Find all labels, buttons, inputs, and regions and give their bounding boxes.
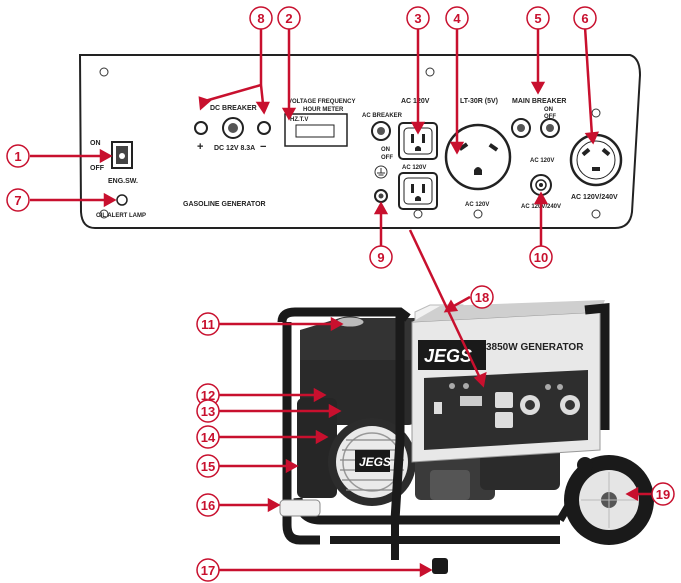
recoil-brand-logo: JEGS (359, 455, 391, 469)
panel-brand-logo: JEGS (424, 346, 472, 366)
meter-display-text: HZ.T.V (290, 117, 308, 123)
ac120-outlet-label: AC 120V (402, 165, 426, 171)
ac120-small-label: AC 120V (530, 158, 554, 164)
callout-14: 14 (196, 425, 220, 449)
ac-breaker-on: ON (381, 147, 390, 153)
callout-lines (30, 26, 651, 578)
callout-8: 8 (249, 6, 273, 30)
callout-17: 17 (196, 558, 220, 582)
svg-text:11: 11 (201, 317, 215, 332)
main-breaker-label: MAIN BREAKER (512, 98, 566, 105)
callout-16: 16 (196, 493, 220, 517)
ac120-outlet-lower[interactable] (398, 172, 438, 210)
callout-6: 6 (573, 6, 597, 30)
lt30r-outlet[interactable] (444, 123, 512, 191)
on-label: ON (90, 140, 101, 147)
lt30r-label: LT-30R (5V) (460, 98, 498, 105)
svg-text:4: 4 (453, 11, 461, 26)
svg-text:9: 9 (377, 250, 384, 265)
svg-text:10: 10 (534, 250, 548, 265)
svg-text:19: 19 (656, 487, 670, 502)
svg-text:6: 6 (581, 11, 588, 26)
svg-text:1: 1 (14, 149, 21, 164)
callout-12: 12 (196, 383, 220, 407)
main-breaker-off: OFF (544, 114, 556, 120)
ac-dual-outlet[interactable] (569, 133, 623, 187)
ac-dual-label: AC 120V/240V (571, 194, 618, 201)
eng-sw-label: ENG.SW. (108, 178, 138, 185)
gasoline-label: GASOLINE GENERATOR (183, 201, 266, 208)
callout-9: 9 (369, 245, 393, 269)
callout-10: 10 (529, 245, 553, 269)
off-label: OFF (90, 165, 105, 172)
dc-breaker-label: DC BREAKER (210, 105, 257, 112)
svg-text:13: 13 (201, 404, 215, 419)
oil-alert-lamp (116, 194, 128, 206)
svg-text:18: 18 (475, 290, 489, 305)
svg-text:14: 14 (201, 430, 216, 445)
svg-text:3: 3 (414, 11, 421, 26)
engine-switch[interactable] (111, 141, 133, 169)
oil-alert-label: OIL ALERT LAMP (96, 213, 146, 219)
dc-minus-label: − (260, 141, 266, 153)
svg-text:7: 7 (14, 193, 21, 208)
meter-display (284, 113, 348, 147)
svg-text:2: 2 (285, 11, 292, 26)
callout-1: 1 (6, 144, 30, 168)
svg-text:12: 12 (201, 388, 215, 403)
callout-18: 18 (470, 285, 494, 309)
callout-7: 7 (6, 188, 30, 212)
svg-text:16: 16 (201, 498, 215, 513)
meter-title-2: HOUR METER (303, 107, 344, 113)
callout-4: 4 (445, 6, 469, 30)
handle-grip[interactable] (279, 499, 321, 517)
svg-text:17: 17 (201, 563, 215, 578)
model-label: 3850W GENERATOR (486, 342, 584, 353)
ac120-outlet-upper[interactable] (398, 122, 438, 160)
callout-13: 13 (196, 399, 220, 423)
main-breaker-on: ON (544, 107, 553, 113)
dc-negative-terminal[interactable] (257, 121, 271, 135)
support-foot (432, 558, 448, 574)
reset-button[interactable] (530, 174, 552, 196)
ac-breaker-label: AC BREAKER (362, 113, 403, 119)
dc-positive-terminal[interactable] (194, 121, 208, 135)
callout-11: 11 (196, 312, 220, 336)
generator-unit: JEGS JEGS 3850W GENERATOR (277, 300, 654, 574)
control-panel: ON OFF ENG.SW. OIL ALERT LAMP GASOLINE G… (78, 54, 642, 229)
dc-plus-label: + (197, 141, 203, 153)
recoil-starter-grille (340, 439, 404, 491)
callout-3: 3 (406, 6, 430, 30)
callout-19: 19 (651, 482, 675, 506)
svg-text:5: 5 (534, 11, 541, 26)
meter-title-1: VOLTAGE FREQUENCY (288, 99, 355, 105)
callout-markers: 1 2 3 4 5 6 7 8 9 10 11 12 13 14 15 16 1… (6, 6, 675, 582)
ac120-header: AC 120V (401, 98, 430, 105)
wheel (564, 455, 654, 545)
callout-5: 5 (526, 6, 550, 30)
callout-2: 2 (277, 6, 301, 30)
callout-15: 15 (196, 454, 220, 478)
ac-breaker-off: OFF (381, 155, 393, 161)
svg-text:15: 15 (201, 459, 215, 474)
dc-rating-label: DC 12V 8.3A (214, 145, 255, 152)
lt30r-rating: AC 120V (465, 202, 489, 208)
svg-text:8: 8 (257, 11, 264, 26)
ground-icon (374, 165, 388, 179)
